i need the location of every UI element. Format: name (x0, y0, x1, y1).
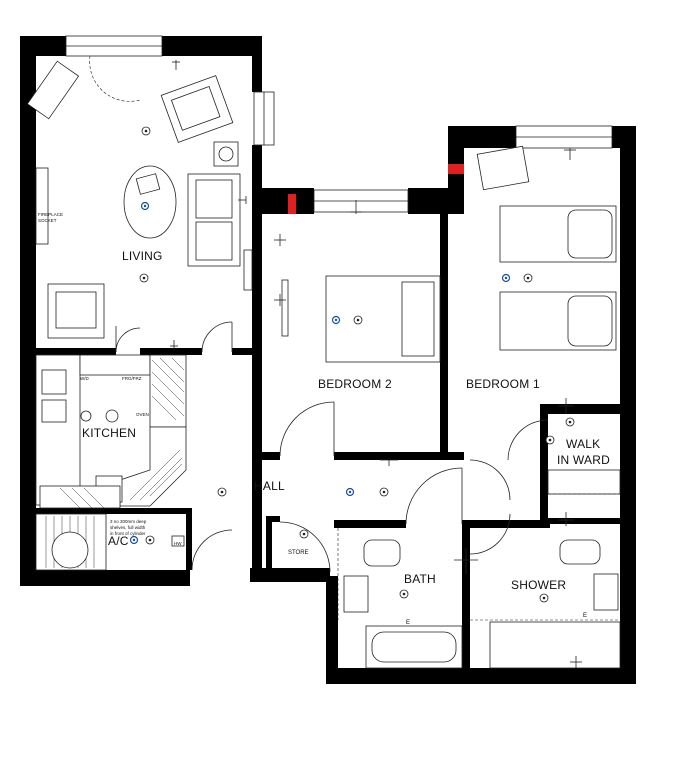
socket-icon (558, 398, 574, 414)
light-point-icon (539, 593, 549, 603)
fireplace-label-1: FIREPLACE (38, 212, 63, 217)
room-label-kitchen: KITCHEN (82, 426, 136, 440)
ac-label: A/C (108, 534, 129, 548)
socket-icon (274, 234, 286, 246)
light-point-icon (545, 435, 555, 445)
tv-point-icon (501, 273, 511, 283)
room-labels: LIVING KITCHEN BEDROOM 2 BEDROOM 1 WALK … (82, 249, 610, 592)
electric-bath-label: E (406, 620, 410, 626)
shower-fixtures (470, 539, 621, 669)
internal-walls (36, 212, 620, 670)
room-label-living: LIVING (122, 249, 163, 263)
socket-icon (564, 148, 576, 160)
tv-point-icon (331, 315, 341, 325)
bedroom2-furniture (281, 275, 441, 363)
room-label-store: STORE (288, 550, 309, 556)
socket-icons (170, 60, 582, 668)
bedroom1-furniture (476, 145, 621, 495)
light-point-icon (145, 535, 155, 545)
socket-icon (350, 200, 362, 214)
light-point-icon (353, 315, 363, 325)
light-point-icon (379, 487, 389, 497)
tv-point-icons (129, 201, 511, 545)
kitchen-units (35, 354, 187, 509)
tv-point-icon (140, 201, 150, 211)
tv-point-icon (345, 487, 355, 497)
light-point-icon (565, 417, 575, 427)
outer-walls (20, 36, 636, 684)
room-label-bath: BATH (404, 572, 436, 586)
socket-icon (570, 656, 582, 668)
red-marker-2 (448, 164, 464, 174)
light-point-icon (139, 273, 149, 283)
electric-shower-label: E (583, 613, 587, 619)
doors (89, 55, 549, 573)
socket-icon (454, 548, 478, 574)
bath-fixtures (337, 528, 463, 669)
room-label-bedroom2: BEDROOM 2 (318, 377, 392, 391)
fridge-freezer-label: FRG/FRZ (122, 376, 142, 381)
room-label-bedroom1: BEDROOM 1 (466, 377, 540, 391)
socket-icon (274, 294, 286, 306)
fireplace-label-2: SOCKET (38, 218, 57, 223)
light-point-icon (217, 487, 227, 497)
socket-icon (172, 60, 180, 70)
hw-label: HW (174, 541, 182, 546)
room-label-shower: SHOWER (511, 578, 566, 592)
light-point-icons (139, 126, 575, 603)
washer-dryer-label: W/D (80, 376, 89, 381)
annotation-labels: A/C FRG/FRZ W/D OVEN HW 3 no 300mm deep … (38, 212, 587, 626)
cylinder-note-3: in front of cylinder (110, 531, 146, 536)
light-point-icon (399, 589, 409, 599)
room-label-walk-in-ward-1: WALK (566, 437, 600, 451)
light-point-icon (523, 273, 533, 283)
socket-icon (380, 459, 398, 466)
socket-icon (238, 196, 247, 204)
oven-label: OVEN (136, 412, 149, 417)
windows (65, 35, 613, 213)
light-point-icon (141, 126, 151, 136)
cylinder-note-1: 3 no 300mm deep (110, 519, 147, 524)
tv-point-icon (129, 535, 139, 545)
living-furniture (26, 60, 253, 339)
room-label-hall: HALL (254, 479, 285, 493)
socket-icon (558, 512, 574, 526)
room-label-walk-in-ward-2: IN WARD (557, 453, 610, 467)
light-point-icon (299, 529, 309, 539)
socket-icon (170, 340, 178, 350)
cylinder-note-2: shelves, full width (110, 525, 146, 530)
red-marker-1 (288, 194, 296, 214)
ac-cupboard (35, 513, 185, 571)
